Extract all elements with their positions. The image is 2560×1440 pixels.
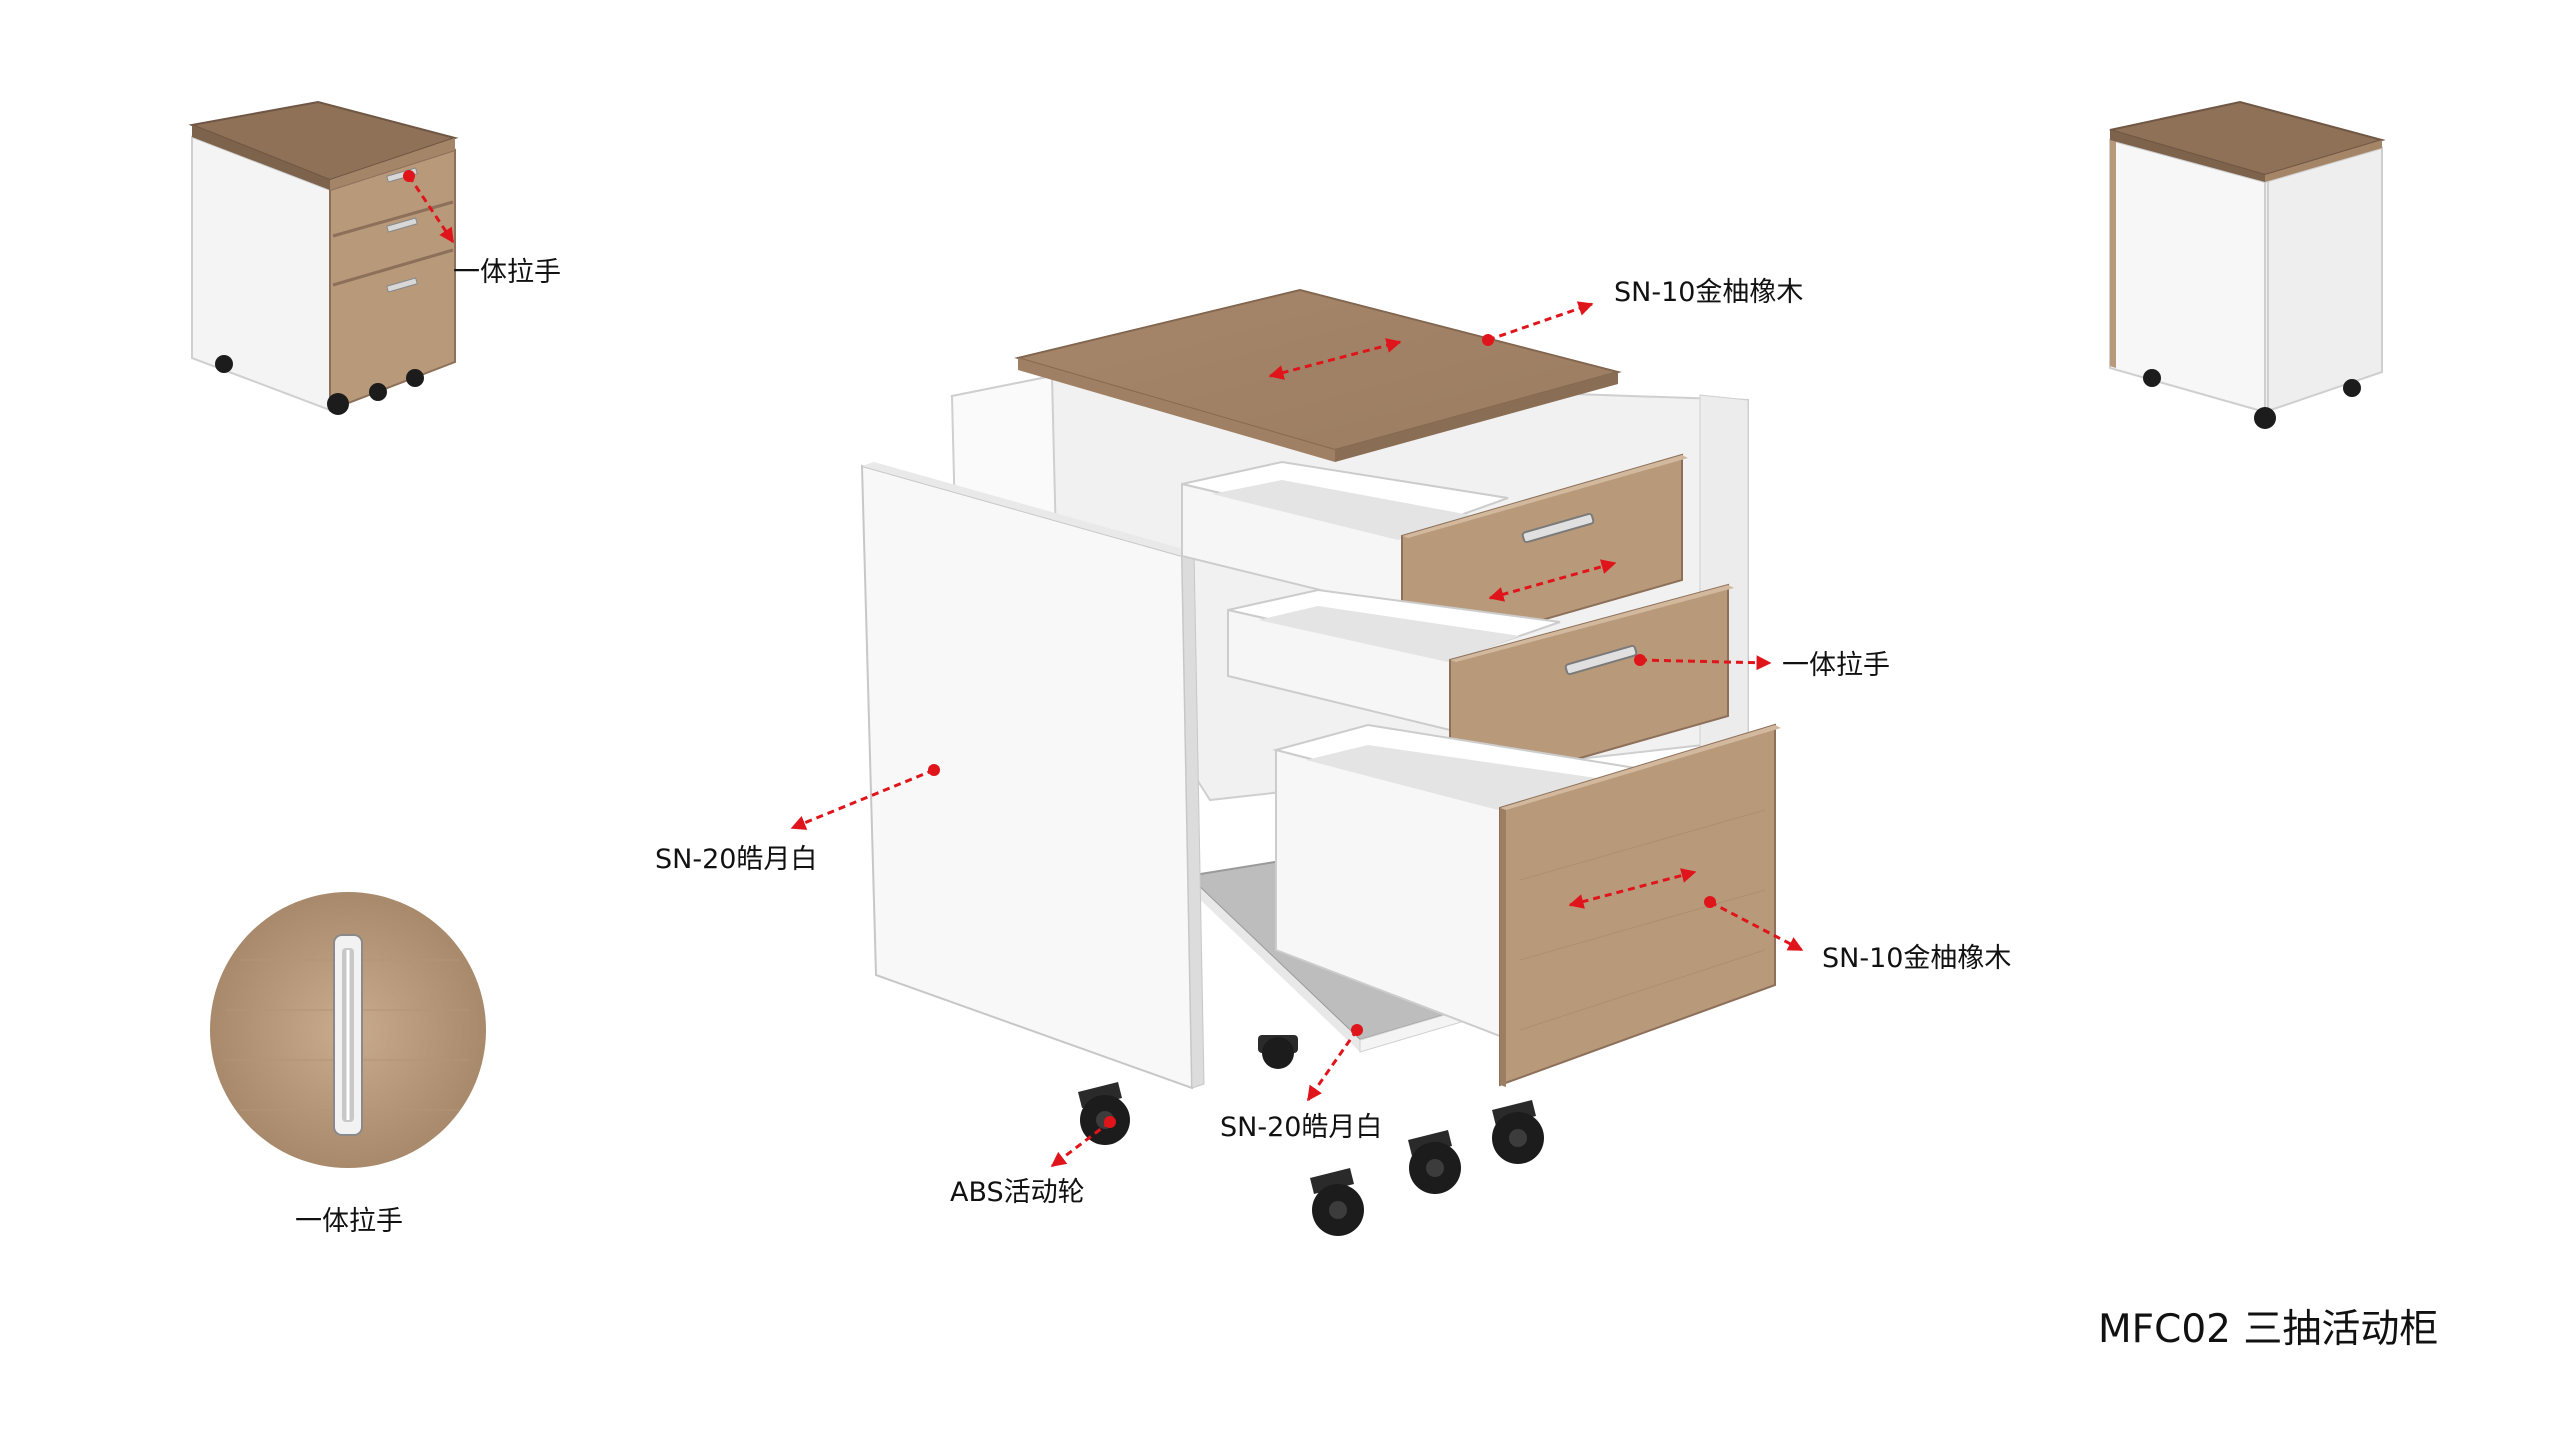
callout-side-panel bbox=[790, 764, 940, 830]
label-drawer-front: SN-10金柚橡木 bbox=[1822, 943, 2011, 974]
handle-detail bbox=[210, 892, 486, 1168]
callout-handle-exploded bbox=[1634, 654, 1772, 671]
label-handle-exploded: 一体拉手 bbox=[1782, 650, 1890, 681]
caster-2 bbox=[1078, 1082, 1130, 1145]
label-handle-top: 一体拉手 bbox=[453, 257, 561, 288]
callout-handle-top bbox=[403, 170, 455, 244]
callout-top-panel bbox=[1268, 301, 1594, 380]
label-top-panel: SN-10金柚橡木 bbox=[1614, 277, 1803, 308]
side-panel-left bbox=[860, 464, 1194, 1090]
callout-casters bbox=[1050, 1116, 1116, 1168]
caster-5 bbox=[1492, 1100, 1544, 1164]
label-bottom-panel: SN-20皓月白 bbox=[1220, 1112, 1382, 1143]
cabinet-thumbnail-front bbox=[188, 100, 459, 415]
caster-4 bbox=[1408, 1130, 1461, 1194]
caster-3 bbox=[1310, 1168, 1364, 1236]
label-side-panel: SN-20皓月白 bbox=[655, 844, 817, 875]
callout-drawer-front bbox=[1568, 868, 1804, 952]
callout-bottom-panel bbox=[1306, 1024, 1363, 1102]
page-title: MFC02 三抽活动柜 bbox=[2098, 1307, 2438, 1352]
caster-1 bbox=[1258, 1035, 1298, 1069]
label-casters: ABS活动轮 bbox=[950, 1177, 1085, 1208]
cabinet-thumbnail-back bbox=[2109, 100, 2386, 429]
cabinet-exploded bbox=[860, 288, 1781, 1236]
callout-drawer1-arrow bbox=[1488, 559, 1617, 602]
label-handle-detail: 一体拉手 bbox=[295, 1206, 403, 1237]
